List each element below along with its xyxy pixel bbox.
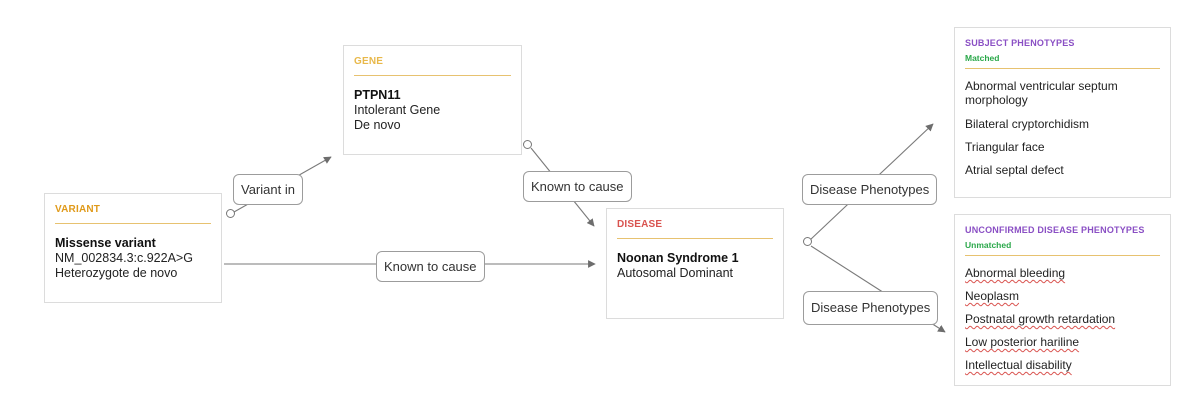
gene-card-header: GENE [354,56,384,67]
unconfirmed-phenotypes-list: Abnormal bleeding Neoplasm Postnatal gro… [965,266,1160,372]
variant-transcript: NM_002834.3:c.922A>G [55,251,193,265]
unconfirmed-phenotype-item: Postnatal growth retardation [965,312,1116,326]
disease-card[interactable]: DISEASE Noonan Syndrome 1 Autosomal Domi… [606,208,784,319]
subject-phenotypes-list: Abnormal ventricular septum morphology B… [965,79,1160,177]
unconfirmed-phenotypes-card[interactable]: UNCONFIRMED DISEASE PHENOTYPES Unmatched… [954,214,1171,386]
unconfirmed-phenotypes-status: Unmatched [965,240,1012,250]
subject-phenotypes-card[interactable]: SUBJECT PHENOTYPES Matched Abnormal vent… [954,27,1171,198]
variant-card-divider [55,223,211,224]
subject-phenotype-item: Atrial septal defect [965,163,1064,177]
variant-card-header: VARIANT [55,204,101,215]
subject-phenotype-item: Triangular face [965,140,1045,154]
unconfirmed-phenotypes-header: UNCONFIRMED DISEASE PHENOTYPES [965,225,1145,235]
subject-phenotype-item: Abnormal ventricular septum morphology [965,79,1118,107]
gene-card[interactable]: GENE PTPN11 Intolerant Gene De novo [343,45,522,155]
gene-tolerance: Intolerant Gene [354,103,441,117]
unconfirmed-phenotype-item: Abnormal bleeding [965,266,1066,280]
subject-phenotype-item: Bilateral cryptorchidism [965,117,1090,131]
variant-card[interactable]: VARIANT Missense variant NM_002834.3:c.9… [44,193,222,303]
unconfirmed-phenotypes-divider [965,255,1160,256]
unconfirmed-phenotype-item: Low posterior hariline [965,335,1080,349]
subject-phenotypes-header: SUBJECT PHENOTYPES [965,38,1075,48]
subject-phenotypes-status: Matched [965,53,1000,63]
gene-card-divider [354,75,511,76]
gene-title: PTPN11 [354,88,401,102]
gene-inheritance: De novo [354,118,401,132]
edge-label-disease-phenotypes-subject[interactable]: Disease Phenotypes [802,174,938,205]
disease-card-header: DISEASE [617,219,663,230]
disease-card-divider [617,238,773,239]
disease-inheritance: Autosomal Dominant [617,266,734,280]
disease-connector-dot[interactable] [803,237,812,246]
edge-label-gene-known-to-cause[interactable]: Known to cause [523,171,632,202]
edge-label-variant-in[interactable]: Variant in [233,174,303,205]
unconfirmed-phenotype-item: Neoplasm [965,289,1020,303]
edge-label-variant-known-to-cause[interactable]: Known to cause [376,251,485,282]
variant-connector-dot[interactable] [226,209,235,218]
gene-connector-dot[interactable] [523,140,532,149]
unconfirmed-phenotype-item: Intellectual disability [965,358,1072,372]
variant-title: Missense variant [55,236,156,250]
disease-title: Noonan Syndrome 1 [617,251,739,265]
subject-phenotypes-divider [965,68,1160,69]
edge-label-disease-phenotypes-unconfirmed[interactable]: Disease Phenotypes [803,291,939,325]
variant-zygosity: Heterozygote de novo [55,266,178,280]
